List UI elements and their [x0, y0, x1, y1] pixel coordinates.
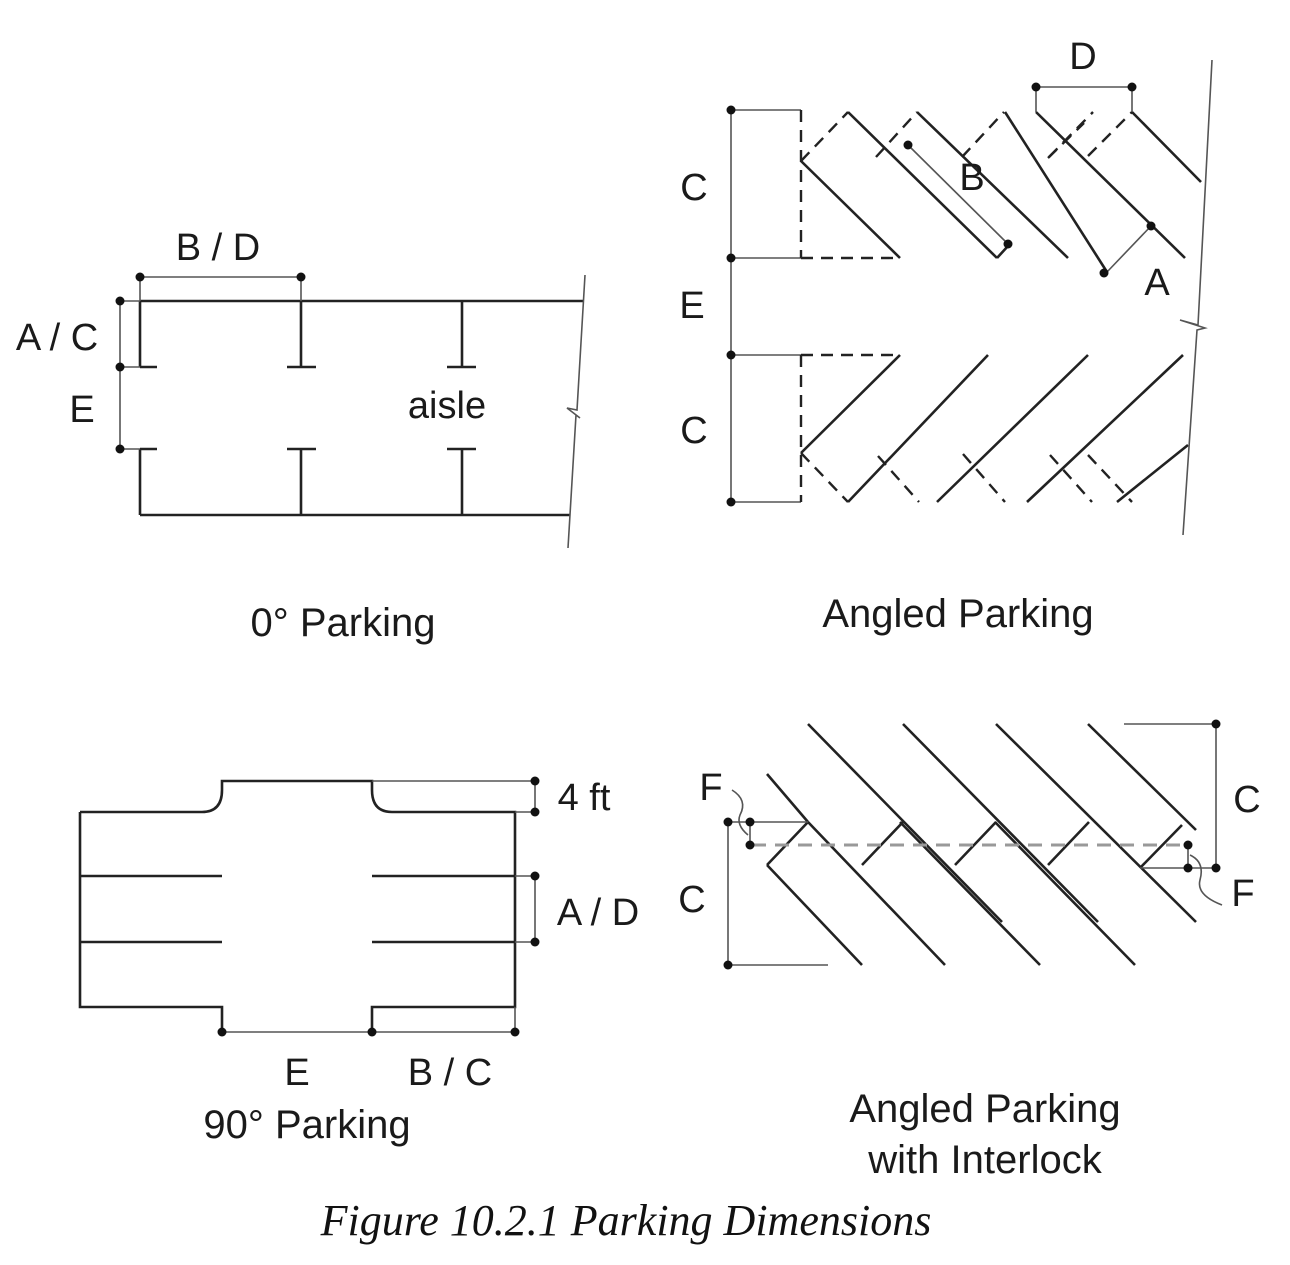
break-line: [566, 274, 586, 549]
stall-marks-top: [138, 301, 476, 369]
label-c-left: C: [678, 879, 705, 921]
figure-caption: Figure 10.2.1 Parking Dimensions: [320, 1196, 932, 1245]
label-b-d: B / D: [176, 227, 260, 269]
break-line: [1179, 59, 1213, 536]
dimension-a-start: [1099, 268, 1109, 278]
label-c-bottom: C: [680, 410, 707, 452]
dimension-left-c-f: [723, 789, 828, 970]
stall-line: [1087, 723, 1197, 831]
title-90-degree-parking: 90° Parking: [203, 1103, 410, 1147]
dimension-b: [903, 140, 1013, 249]
diagram-90-degree-parking: 4 ft A / D E B / C 90° Parking: [78, 776, 639, 1147]
label-f-right: F: [1231, 873, 1254, 915]
dimension-d: [1031, 82, 1137, 112]
label-4ft: 4 ft: [558, 777, 611, 819]
dimension-a-end: [1146, 221, 1156, 231]
diagram-0-degree-parking: B / D A / C E aisle 0° Parking: [16, 227, 586, 645]
label-aisle: aisle: [408, 385, 486, 427]
angled-stalls-top: [799, 110, 1202, 273]
label-b: B: [959, 157, 984, 199]
label-a-d: A / D: [557, 892, 639, 934]
label-e: E: [679, 285, 704, 327]
stall-line: [995, 723, 1197, 923]
title-angled-parking: Angled Parking: [822, 592, 1093, 636]
label-d: D: [1069, 36, 1096, 78]
dimension-4ft: [372, 776, 540, 817]
label-f-left: F: [699, 767, 722, 809]
title-interlock-line2: with Interlock: [867, 1138, 1102, 1182]
angled-stalls-bottom: [799, 353, 1189, 504]
interlock-panel-bg: [690, 695, 1290, 985]
label-c-right: C: [1233, 779, 1260, 821]
title-interlock-line1: Angled Parking: [849, 1087, 1120, 1131]
dimension-right-c-f: [1124, 719, 1223, 906]
stall-line: [807, 723, 1003, 923]
lot-outline-left: [78, 812, 224, 1032]
dimension-e-b-c: [217, 1007, 520, 1037]
dimension-b-d: [135, 272, 306, 301]
dimension-a-c-e: [115, 296, 140, 454]
label-e: E: [284, 1052, 309, 1094]
stall-marks-bottom: [138, 447, 476, 515]
dimension-a-d: [515, 871, 540, 947]
label-a-c: A / C: [16, 317, 98, 359]
stall-line: [902, 723, 1099, 923]
diagram-angled-parking: C E C D B A Angled Parking: [679, 36, 1213, 636]
label-a: A: [1144, 262, 1170, 304]
label-b-c: B / C: [408, 1052, 492, 1094]
dimension-c-e-c: [726, 105, 801, 507]
lot-outline-top-right: [80, 779, 517, 1032]
label-e: E: [69, 389, 94, 431]
stall-line: [766, 864, 863, 966]
title-0-degree-parking: 0° Parking: [251, 601, 436, 645]
label-c-top: C: [680, 167, 707, 209]
stall-line: [766, 773, 809, 823]
